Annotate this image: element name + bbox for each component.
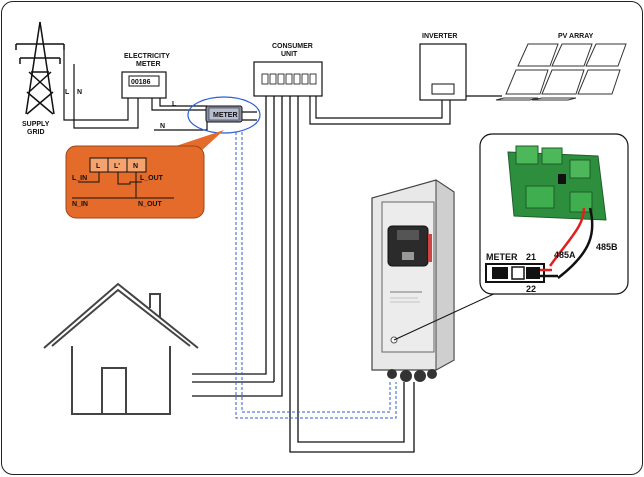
wire-485a (548, 207, 586, 267)
pcb-board (507, 145, 607, 221)
electricity-meter-label-2: METER (136, 61, 161, 68)
callout-n-out: N_OUT (138, 201, 162, 208)
meter-box-label: METER (213, 112, 238, 119)
consumer-unit-label-2: UNIT (281, 51, 298, 58)
label-485a: 485A (554, 250, 576, 260)
callout-l-in: L_IN (72, 175, 87, 182)
pylon-icon (15, 21, 65, 115)
grid-wire-n-label: N (77, 89, 82, 96)
electricity-meter-label-1: ELECTRICITY (124, 53, 170, 60)
callout-terminal-l-prime: L' (114, 163, 120, 170)
meter-highlight-ellipse (187, 96, 261, 134)
consumer-unit-label-1: CONSUMER (272, 43, 313, 50)
grid-wires (63, 50, 139, 129)
electricity-meter-reading: 00186 (131, 79, 151, 86)
supply-grid-label-2: GRID (27, 129, 45, 136)
supply-grid-label-1: SUPPLY (22, 121, 50, 128)
wiring-meter-block (485, 263, 558, 283)
grid-wire-l-label: L (65, 89, 70, 96)
terminal-22-label: 22 (526, 284, 536, 294)
wiring-meter-label: METER (486, 252, 518, 262)
callout-n-in: N_IN (72, 201, 88, 208)
inverter-wires (309, 95, 502, 125)
inverter-display (431, 83, 455, 95)
meter-wire-n-label: N (160, 123, 165, 130)
callout-l-out: L_OUT (140, 175, 164, 182)
hybrid-unit (371, 179, 455, 382)
wire-485b (557, 207, 594, 279)
house-wires (192, 96, 415, 453)
terminal-21-label: 21 (526, 252, 536, 262)
callout-terminal-l: L (96, 163, 101, 170)
consumer-unit-breakers (261, 73, 317, 85)
pv-array-label: PV ARRAY (558, 33, 594, 40)
meter-wire-l-label: L (172, 101, 177, 108)
inverter-label: INVERTER (422, 33, 457, 40)
meter-box-inner (208, 107, 240, 121)
label-485b: 485B (596, 242, 618, 252)
electricity-meter-display (128, 75, 160, 87)
comm-cable (235, 132, 397, 419)
callout-terminal-n: N (133, 163, 138, 170)
pv-array-panels (495, 43, 627, 101)
house-icon (43, 282, 199, 415)
callout-wires (72, 172, 174, 199)
